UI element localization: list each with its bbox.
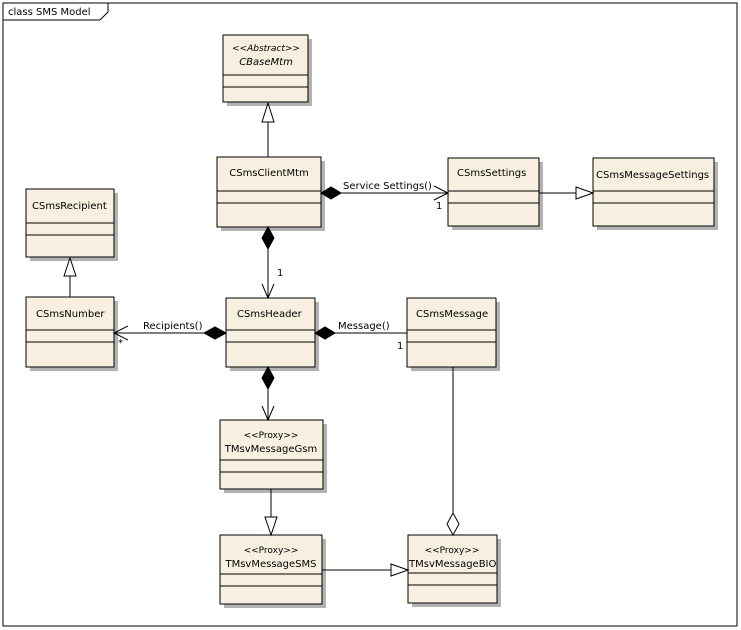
association-recipients[interactable]: Recipients() * [112, 321, 228, 349]
association-label: Service Settings() [343, 181, 432, 192]
class-name: TMsvMessageBIO [408, 559, 497, 570]
class-name: CSmsRecipient [32, 201, 107, 212]
class-tmsvmessagegsm[interactable]: <<Proxy>> TMsvMessageGsm [219, 419, 327, 493]
association-multiplicity: 1 [397, 341, 403, 352]
association-label: Recipients() [143, 321, 203, 332]
class-csmsmessagesettings[interactable]: CSmsMessageSettings [592, 157, 718, 230]
generalization-number-recipient[interactable] [63, 256, 77, 297]
class-csmsmessage[interactable]: CSmsMessage [406, 297, 500, 371]
frame-title: class SMS Model [8, 7, 91, 18]
generalization-arrowhead [261, 101, 275, 123]
class-csmsclientmtm[interactable]: CSmsClientMtm [216, 156, 325, 231]
class-name: CSmsHeader [237, 309, 303, 320]
navigability-arrow [433, 185, 450, 201]
generalization-settings-messagesettings[interactable] [539, 186, 595, 200]
class-stereotype: <<Proxy>> [425, 546, 480, 556]
class-stereotype: <<Proxy>> [244, 546, 299, 556]
generalization-arrowhead [390, 563, 410, 577]
frame-title-tab [3, 3, 109, 21]
class-name: CBaseMtm [239, 57, 293, 68]
generalization-arrowhead [264, 516, 278, 537]
association-header-gsm[interactable] [261, 365, 275, 422]
aggregation-diamond [446, 511, 460, 537]
generalization-sms-bio[interactable] [322, 563, 410, 577]
class-csmsnumber[interactable]: CSmsNumber [25, 296, 118, 371]
class-name: CSmsMessage [416, 309, 488, 320]
class-tmsvmessagebio[interactable]: <<Proxy>> TMsvMessageBIO [407, 534, 501, 607]
aggregation-bio-message[interactable] [446, 367, 460, 537]
navigability-arrow [112, 325, 129, 341]
generalization-clientmtm-basemtm[interactable] [261, 101, 275, 157]
class-csmsheader[interactable]: CSmsHeader [225, 297, 319, 371]
association-multiplicity: 1 [277, 268, 283, 279]
class-name: TMsvMessageSMS [224, 559, 316, 570]
class-cbasemtm[interactable]: <<Abstract>> CBaseMtm [222, 34, 312, 106]
association-multiplicity: 1 [436, 201, 442, 212]
class-name: CSmsMessageSettings [596, 170, 709, 181]
association-clientmtm-header[interactable]: 1 [261, 225, 283, 300]
generalization-arrowhead [575, 186, 595, 200]
class-tmsvmessagesms[interactable]: <<Proxy>> TMsvMessageSMS [219, 534, 326, 608]
association-service-settings[interactable]: Service Settings() 1 [320, 181, 450, 212]
generalization-arrowhead [63, 256, 77, 277]
class-csmsrecipient[interactable]: CSmsRecipient [25, 188, 118, 261]
navigability-arrow [261, 405, 275, 422]
class-name: CSmsSettings [457, 168, 526, 179]
association-label: Message() [338, 321, 390, 332]
class-name: CSmsNumber [36, 309, 105, 320]
class-stereotype: <<Abstract>> [232, 44, 300, 54]
association-multiplicity: * [118, 338, 123, 349]
association-message[interactable]: Message() 1 [314, 321, 407, 352]
class-name: TMsvMessageGsm [224, 444, 317, 455]
class-name: CSmsClientMtm [229, 168, 309, 179]
generalization-sms-gsm[interactable] [264, 489, 278, 537]
class-csmssettings[interactable]: CSmsSettings [447, 157, 543, 230]
class-stereotype: <<Proxy>> [244, 431, 299, 441]
navigability-arrow [261, 283, 275, 300]
